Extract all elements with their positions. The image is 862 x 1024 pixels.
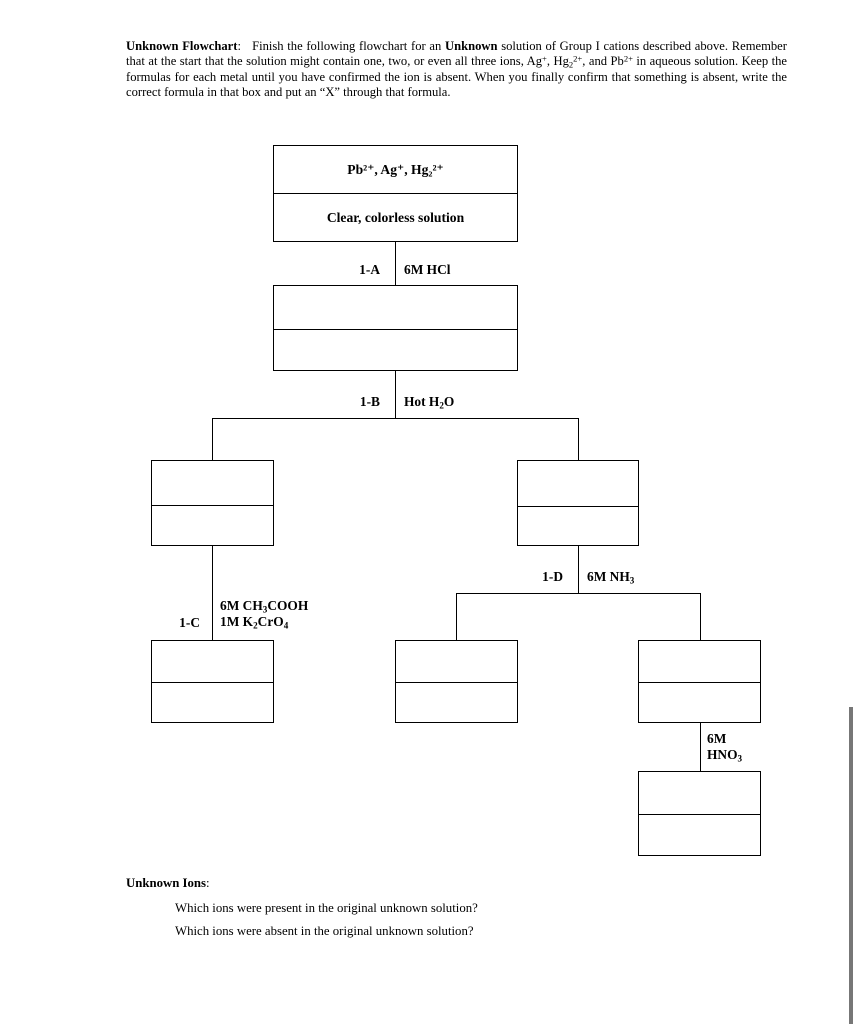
question-ions-absent-text: Which ions were absent in the original u… xyxy=(175,924,474,938)
intro-body-5: in aqueous solution. Keep the formulas f… xyxy=(126,54,787,100)
label-reagent-1c-line2-sub2: 4 xyxy=(283,620,289,631)
box-1d-left-cell-top xyxy=(396,641,517,683)
label-step-1a-text: 1-A xyxy=(359,262,380,277)
box-1c-result xyxy=(151,640,274,723)
unknown-ions-heading-text: Unknown Ions xyxy=(126,876,207,890)
label-reagent-1b-sub: 2 xyxy=(439,400,444,411)
label-reagent-1c-line1-sub: 3 xyxy=(262,604,268,615)
hg-charge: 2+ xyxy=(573,53,583,64)
box-1d-right-cell-bottom xyxy=(639,681,760,722)
label-step-1a: 1-A xyxy=(300,262,380,278)
label-reagent-1c-line1-pre: 6M CH xyxy=(220,598,263,613)
intro-heading: Unknown Flowchart xyxy=(126,39,238,53)
branch-drop-1d-right xyxy=(700,593,701,640)
label-reagent-1d: 6M NH3 xyxy=(587,569,634,585)
label-reagent-1d-pre: 6M NH xyxy=(587,569,630,584)
label-step-1c: 1-C xyxy=(120,615,200,631)
box-start-cell-description: Clear, colorless solution xyxy=(274,194,517,241)
branch-drop-1b-left xyxy=(212,418,213,460)
box-1b-left xyxy=(151,460,274,546)
label-reagent-1c-line1: 6M CH3COOH xyxy=(220,598,309,615)
box-1d-left-cell-bottom xyxy=(396,681,517,722)
label-reagent-hno3: 6M HNO3 xyxy=(707,731,742,763)
label-reagent-1c-line2-pre: 1M K xyxy=(220,614,254,629)
hg-subscript: 2 xyxy=(568,59,574,70)
box-1b-right xyxy=(517,460,639,546)
unknown-ions-heading: Unknown Ions: xyxy=(126,876,210,891)
label-reagent-1a: 6M HCl xyxy=(404,262,451,278)
branch-drop-1b-right xyxy=(578,418,579,460)
vertical-scrollbar-thumb[interactable] xyxy=(849,707,853,1024)
label-reagent-1b-post: O xyxy=(443,394,455,409)
box-1b-right-cell-bottom xyxy=(518,505,638,545)
label-step-1b-text: 1-B xyxy=(359,394,380,409)
ag-charge: + xyxy=(542,53,547,64)
label-reagent-hno3-line2-sub: 3 xyxy=(737,753,743,764)
box-1a-result-cell-bottom xyxy=(274,328,517,370)
label-reagent-1c-line2-mid: CrO xyxy=(257,614,284,629)
intro-body-3: , Hg xyxy=(546,54,569,69)
pb-charge: 2+ xyxy=(623,53,633,64)
label-step-1d: 1-D xyxy=(483,569,563,585)
connector-1b-right-to-1d xyxy=(578,546,579,593)
box-1a-result-cell-top xyxy=(274,286,517,330)
branch-bus-1d xyxy=(456,593,701,594)
label-reagent-hno3-line2-pre: HNO xyxy=(707,747,738,762)
box-1d-right xyxy=(638,640,761,723)
branch-bus-1b xyxy=(212,418,579,419)
question-ions-absent: Which ions were absent in the original u… xyxy=(175,924,474,939)
label-reagent-hno3-line2: HNO3 xyxy=(707,747,743,764)
intro-paragraph: Unknown Flowchart: Finish the following … xyxy=(126,39,787,101)
label-reagent-hno3-line1: 6M xyxy=(707,731,727,746)
label-reagent-1d-sub: 3 xyxy=(629,575,635,586)
connector-1a-to-1b xyxy=(395,371,396,418)
unknown-ions-heading-colon: : xyxy=(206,876,210,890)
label-reagent-1c-line1-post: COOH xyxy=(267,598,309,613)
box-hno3-result-cell-top xyxy=(639,772,760,815)
box-start-description-text: Clear, colorless solution xyxy=(326,209,465,225)
connector-start-to-1a xyxy=(395,242,396,285)
box-1d-right-cell-top xyxy=(639,641,760,683)
box-1a-result xyxy=(273,285,518,371)
label-reagent-1c-line2: 1M K2CrO4 xyxy=(220,614,289,631)
box-start: Pb²⁺, Ag⁺, Hg₂²⁺ Clear, colorless soluti… xyxy=(273,145,518,242)
intro-emphasis-unknown: Unknown xyxy=(444,39,498,53)
question-ions-present-text: Which ions were present in the original … xyxy=(175,901,478,915)
branch-drop-1d-left xyxy=(456,593,457,640)
box-1b-left-cell-bottom xyxy=(152,504,273,545)
label-reagent-1b-pre: Hot H xyxy=(404,394,440,409)
box-start-cell-ions: Pb²⁺, Ag⁺, Hg₂²⁺ xyxy=(274,146,517,194)
label-reagent-1c: 6M CH3COOH 1M K2CrO4 xyxy=(220,598,308,630)
label-step-1d-text: 1-D xyxy=(542,569,563,584)
intro-body-4: , and Pb xyxy=(582,54,624,69)
box-1b-left-cell-top xyxy=(152,461,273,506)
label-reagent-1b: Hot H2O xyxy=(404,394,454,410)
label-step-1b: 1-B xyxy=(300,394,380,410)
box-hno3-result xyxy=(638,771,761,856)
intro-body-1: Finish the following flowchart for an xyxy=(252,39,445,53)
label-reagent-1a-text: 6M HCl xyxy=(404,262,451,277)
box-start-ions-text: Pb²⁺, Ag⁺, Hg₂²⁺ xyxy=(347,161,444,177)
connector-1b-left-to-1c xyxy=(212,546,213,640)
box-1c-result-cell-bottom xyxy=(152,681,273,722)
box-1c-result-cell-top xyxy=(152,641,273,683)
label-step-1c-text: 1-C xyxy=(179,615,200,630)
question-ions-present: Which ions were present in the original … xyxy=(175,901,478,916)
box-hno3-result-cell-bottom xyxy=(639,813,760,855)
connector-1d-right-to-hno3 xyxy=(700,723,701,771)
label-reagent-1c-line2-sub: 2 xyxy=(253,620,258,631)
intro-body-2: solution of Group I cations described ab… xyxy=(126,39,787,69)
intro-heading-colon: : xyxy=(237,39,241,53)
box-1b-right-cell-top xyxy=(518,461,638,507)
box-1d-left xyxy=(395,640,518,723)
